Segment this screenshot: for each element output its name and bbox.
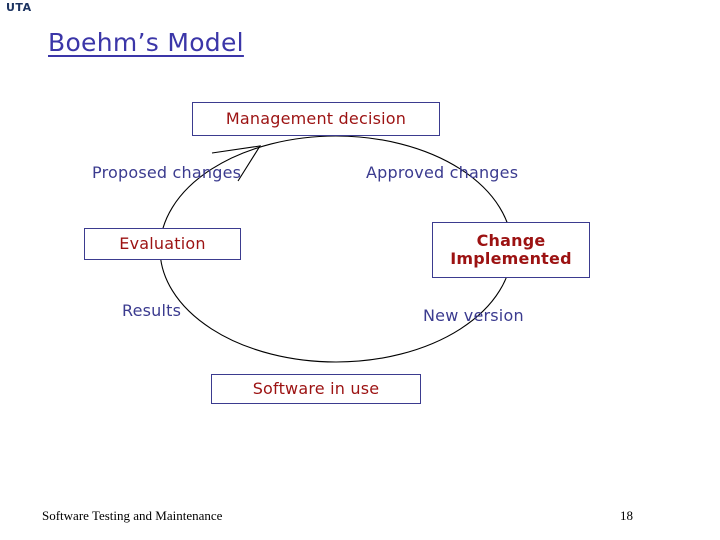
boehm-model-diagram: Management decision Evaluation Change Im…	[84, 102, 590, 404]
box-change-implemented: Change Implemented	[432, 222, 590, 278]
box-evaluation: Evaluation	[84, 228, 241, 260]
footer-page-number: 18	[620, 508, 633, 523]
cycle-arrowhead	[211, 145, 262, 182]
label-proposed-changes: Proposed changes	[92, 163, 242, 182]
label-approved-changes: Approved changes	[366, 163, 519, 182]
label-results: Results	[122, 301, 182, 320]
footer-title: Software Testing and Maintenance	[42, 508, 223, 523]
box-management-decision: Management decision	[192, 102, 440, 136]
label-new-version: New version	[423, 306, 524, 325]
uta-logo: UTA	[6, 1, 32, 14]
page-title: Boehm’s Model	[48, 28, 244, 57]
box-software-in-use: Software in use	[211, 374, 421, 404]
